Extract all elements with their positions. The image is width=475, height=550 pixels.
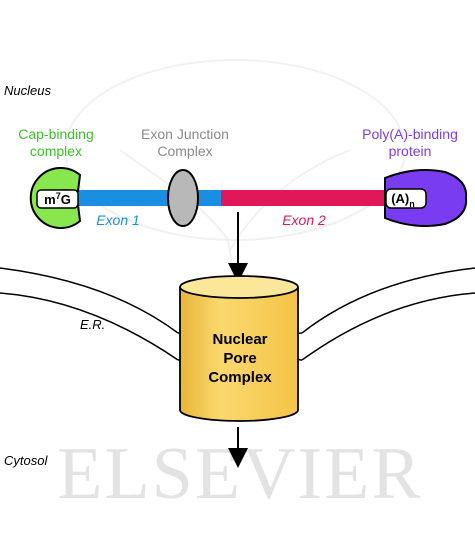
npc-label-line3: Complex <box>208 369 272 386</box>
watermark-text: ELSEVIER <box>57 433 422 515</box>
exon-junction-complex-shape <box>167 169 199 227</box>
nuclear-pore-complex <box>179 275 299 422</box>
cap-box <box>36 189 79 209</box>
cap-binding-label-line2: complex <box>30 143 82 159</box>
pabp-label-line2: protein <box>389 143 432 159</box>
polya-box <box>385 188 427 209</box>
cap-label: m7G <box>44 191 71 207</box>
cytosol-label: Cytosol <box>4 453 48 468</box>
er-label: E.R. <box>80 317 105 332</box>
exon2-label: Exon 2 <box>282 212 326 228</box>
cap-binding-label-line1: Cap-binding <box>18 126 94 142</box>
pabp-label-line1: Poly(A)-binding <box>362 126 458 142</box>
exon1-segment <box>78 190 223 206</box>
npc-label-line2: Pore <box>223 350 256 367</box>
polya-label: (A)n <box>391 191 415 209</box>
exon2-segment <box>221 190 390 206</box>
nucleus-label: Nucleus <box>4 83 51 98</box>
exon1-label: Exon 1 <box>96 212 140 228</box>
ejc-label-line2: Complex <box>157 143 212 159</box>
npc-label-line1: Nuclear <box>212 331 267 348</box>
watermark-tree-icon <box>64 59 406 421</box>
ejc-label-line1: Exon Junction <box>141 126 229 142</box>
